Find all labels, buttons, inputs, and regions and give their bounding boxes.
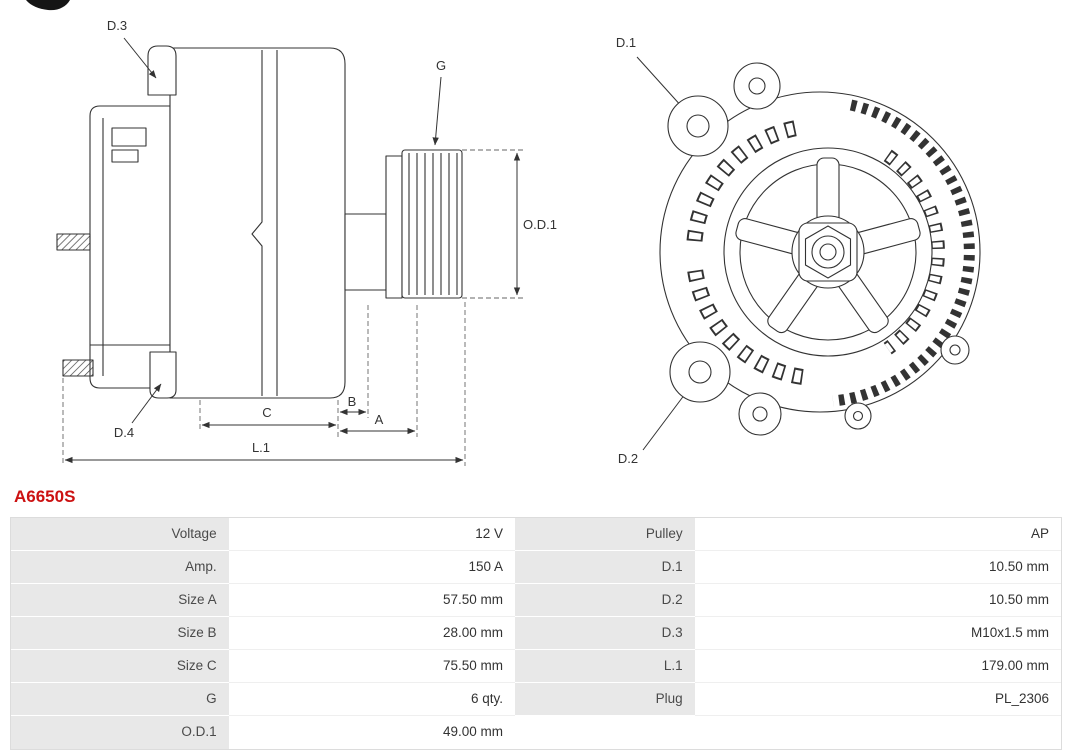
spec-value: 10.50 mm — [694, 551, 1061, 584]
spec-row: O.D.1 49.00 mm — [11, 716, 1061, 749]
spec-value-empty — [694, 716, 1061, 749]
label-l1: L.1 — [252, 440, 270, 455]
pulley-side — [401, 149, 463, 299]
hole-d1 — [686, 114, 710, 138]
spec-label: D.3 — [515, 617, 695, 650]
logo-fragment — [26, 0, 70, 11]
label-c: C — [262, 405, 271, 420]
mount-ear-bottom — [149, 351, 177, 399]
label-d1: D.1 — [616, 35, 636, 50]
fan-spokes — [735, 157, 921, 334]
spec-label: Size B — [11, 617, 229, 650]
rear-housing — [89, 105, 171, 389]
spec-value: 12 V — [228, 518, 516, 551]
spec-value: 49.00 mm — [228, 716, 516, 749]
spec-label: O.D.1 — [11, 716, 229, 749]
part-number: A6650S — [14, 487, 76, 506]
spec-value: 179.00 mm — [694, 650, 1061, 683]
side-view — [56, 45, 463, 399]
spec-value: 10.50 mm — [694, 584, 1061, 617]
label-d4: D.4 — [114, 425, 134, 440]
spec-value: 6 qty. — [228, 683, 516, 716]
vent-slots-right — [883, 149, 945, 355]
spec-table: Voltage 12 V Pulley AP Amp. 150 A D.1 10… — [10, 517, 1062, 750]
label-d2: D.2 — [618, 451, 638, 466]
spec-row: Size B 28.00 mm D.3 M10x1.5 mm — [11, 617, 1061, 650]
shaft-nut — [804, 225, 852, 279]
spec-value: M10x1.5 mm — [694, 617, 1061, 650]
dimension-lines — [62, 37, 695, 466]
label-d3: D.3 — [107, 18, 127, 33]
spec-label: Pulley — [515, 518, 695, 551]
label-od1: O.D.1 — [523, 217, 557, 232]
spec-label: D.1 — [515, 551, 695, 584]
front-view — [659, 62, 981, 436]
spec-label: Amp. — [11, 551, 229, 584]
extension-lines — [62, 149, 526, 466]
teeth-ring — [832, 99, 975, 407]
label-g: G — [436, 58, 446, 73]
label-a: A — [375, 412, 384, 427]
leader-d3 — [123, 37, 157, 79]
leader-d4 — [131, 383, 162, 424]
shaft — [344, 213, 387, 291]
spec-value: PL_2306 — [694, 683, 1061, 716]
alternator-body — [169, 47, 346, 399]
spec-label-empty — [515, 716, 695, 749]
terminal-stud-lower — [62, 359, 94, 377]
hole-d2 — [688, 360, 712, 384]
spec-value: 150 A — [228, 551, 516, 584]
spec-label: Voltage — [11, 518, 229, 551]
terminal-stud-upper — [56, 233, 91, 251]
mount-ear-top — [147, 45, 177, 96]
technical-drawing: D.3 G O.D.1 D.4 C B A L.1 D.1 D.2 — [26, 0, 981, 466]
spec-label: Size A — [11, 584, 229, 617]
spec-row: Amp. 150 A D.1 10.50 mm — [11, 551, 1061, 584]
spec-value: 75.50 mm — [228, 650, 516, 683]
spec-value: 28.00 mm — [228, 617, 516, 650]
mounting-bosses — [667, 62, 970, 436]
spec-label: G — [11, 683, 229, 716]
spec-row: Size C 75.50 mm L.1 179.00 mm — [11, 650, 1061, 683]
spec-value: AP — [694, 518, 1061, 551]
spec-label: D.2 — [515, 584, 695, 617]
pulley-grooves — [408, 153, 458, 295]
spec-value: 57.50 mm — [228, 584, 516, 617]
spec-label: L.1 — [515, 650, 695, 683]
spec-label: Plug — [515, 683, 695, 716]
spec-row: Size A 57.50 mm D.2 10.50 mm — [11, 584, 1061, 617]
spec-label: Size C — [11, 650, 229, 683]
spec-row: Voltage 12 V Pulley AP — [11, 518, 1061, 551]
dimension-labels: D.3 G O.D.1 D.4 C B A L.1 D.1 D.2 — [107, 18, 638, 466]
regulator-cover — [111, 127, 147, 147]
spec-row: G 6 qty. Plug PL_2306 — [11, 683, 1061, 716]
label-b: B — [348, 394, 357, 409]
leader-g — [432, 76, 442, 146]
